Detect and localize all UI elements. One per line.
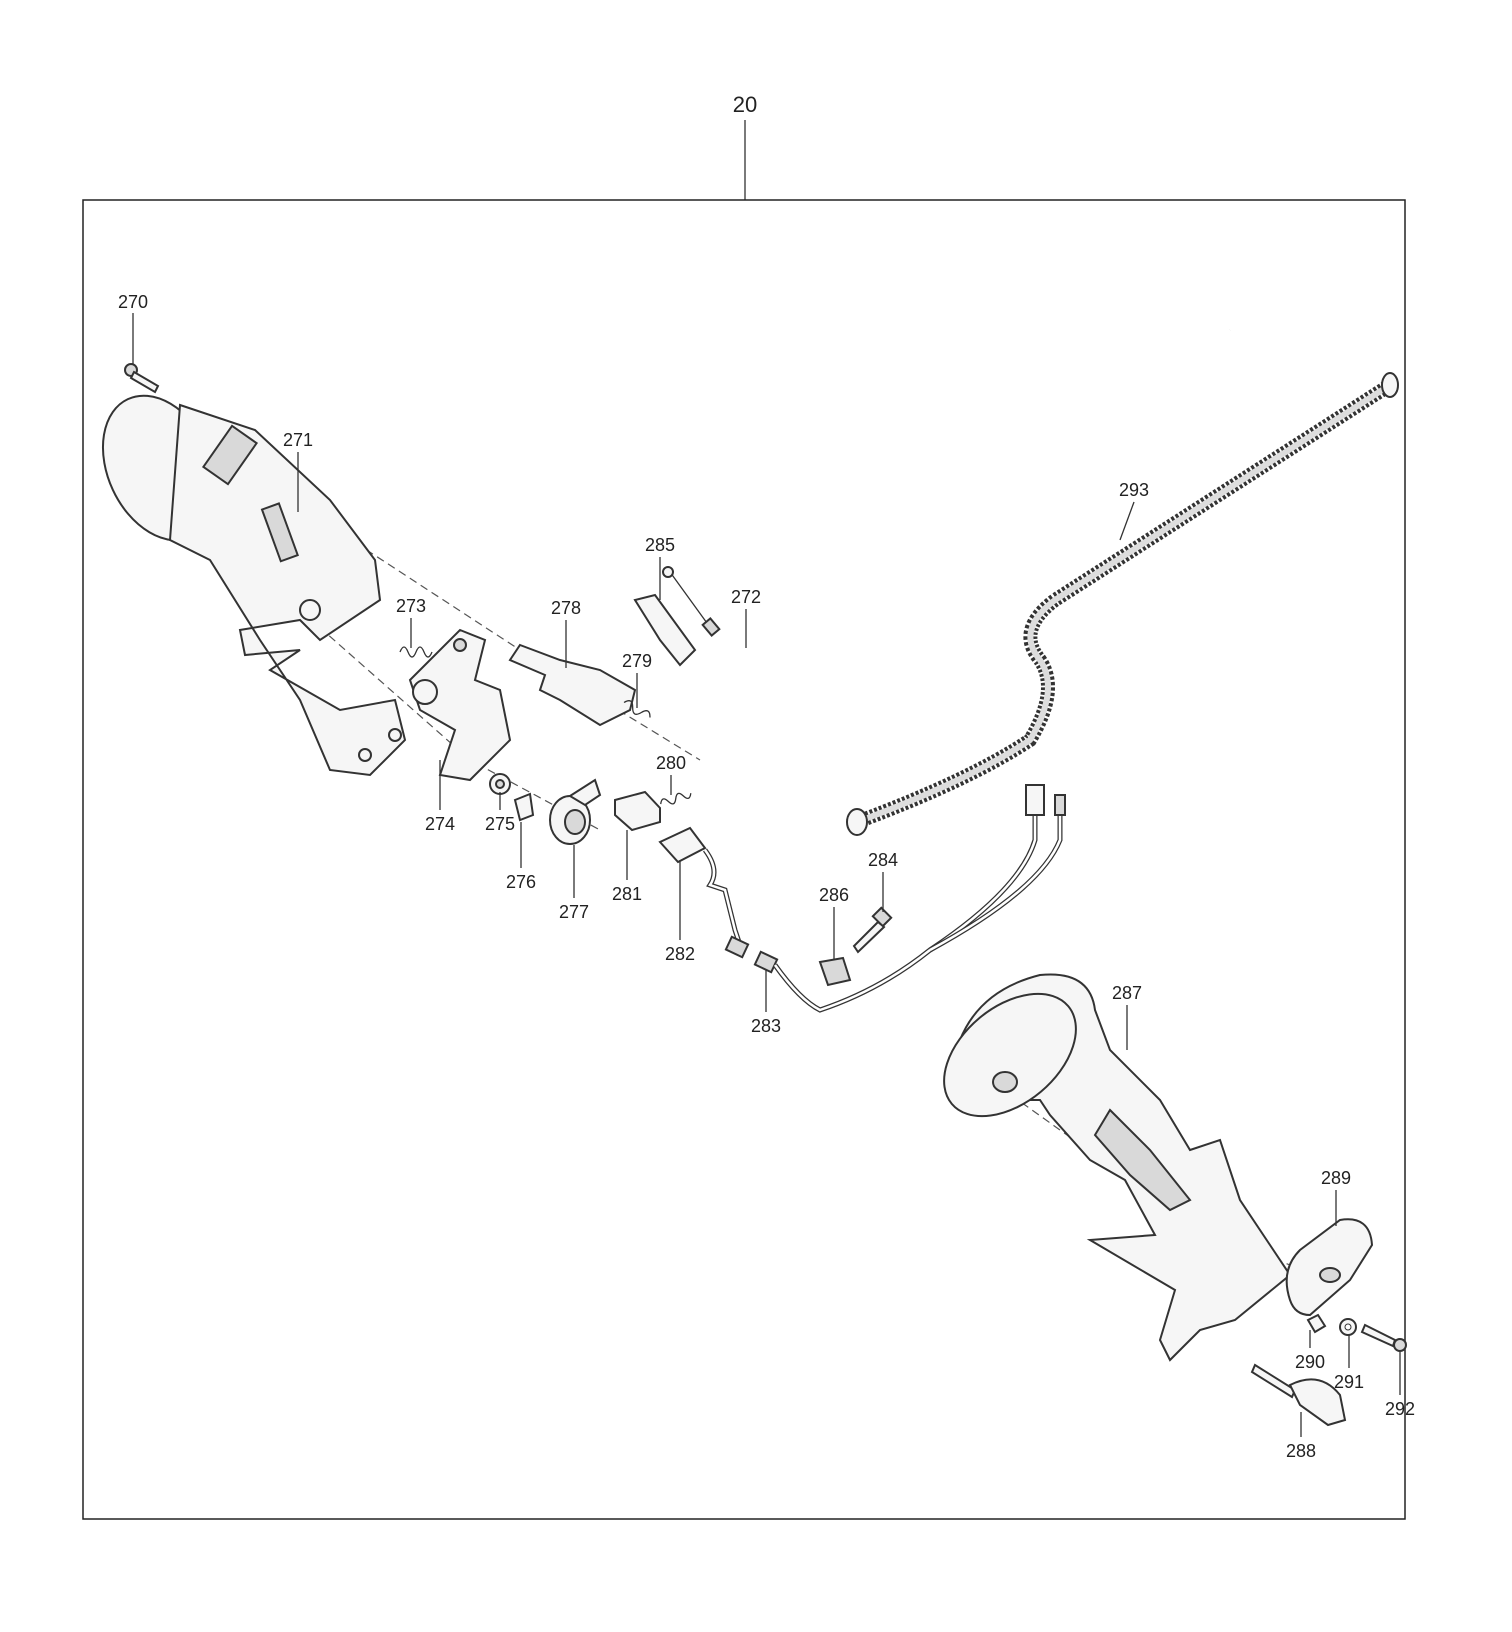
assembly-number-label: 20 xyxy=(733,92,757,117)
label-283: 283 xyxy=(751,1016,781,1036)
part-285-cable-holder xyxy=(633,593,697,667)
part-272-throttle-cable xyxy=(662,328,1231,683)
part-287-housing-right xyxy=(943,973,1292,1362)
part-275-bushing-hole xyxy=(495,779,505,789)
part-282-switch-wire xyxy=(658,826,750,959)
label-277: 277 xyxy=(559,902,589,922)
part-289-knob-cap xyxy=(1285,1218,1374,1317)
part-284-bolt xyxy=(852,906,893,954)
part-293-corrugated-hose xyxy=(846,372,1399,836)
label-291: 291 xyxy=(1334,1372,1364,1392)
label-278: 278 xyxy=(551,598,581,618)
label-284: 284 xyxy=(868,850,898,870)
part-277-dial xyxy=(549,778,602,845)
label-271: 271 xyxy=(283,430,313,450)
leader-lines xyxy=(132,313,1401,1437)
label-285: 285 xyxy=(645,535,675,555)
part-283-connector xyxy=(753,950,779,974)
part-291-washer-hole xyxy=(1344,1323,1352,1331)
label-281: 281 xyxy=(612,884,642,904)
label-274: 274 xyxy=(425,814,455,834)
part-271-housing-left xyxy=(101,394,407,777)
label-288: 288 xyxy=(1286,1441,1316,1461)
part-292-screw xyxy=(1360,1323,1407,1352)
part-278-lever-cover xyxy=(508,643,637,727)
label-289: 289 xyxy=(1321,1168,1351,1188)
label-292: 292 xyxy=(1385,1399,1415,1419)
part-280-spring xyxy=(660,792,692,805)
part-290-washer xyxy=(1306,1313,1327,1334)
part-270-screw xyxy=(124,363,160,394)
wiring-harness xyxy=(772,784,1066,1013)
label-280: 280 xyxy=(656,753,686,773)
part-288-knob-bolt xyxy=(1250,1363,1347,1427)
label-282: 282 xyxy=(665,944,695,964)
label-273: 273 xyxy=(396,596,426,616)
part-281-switch-block xyxy=(614,790,661,832)
label-272: 272 xyxy=(731,587,761,607)
part-276-clip xyxy=(513,792,535,822)
label-279: 279 xyxy=(622,651,652,671)
label-270: 270 xyxy=(118,292,148,312)
label-286: 286 xyxy=(819,885,849,905)
part-274-trigger-lever xyxy=(408,628,512,782)
label-293: 293 xyxy=(1119,480,1149,500)
label-290: 290 xyxy=(1295,1352,1325,1372)
part-273-spring xyxy=(399,646,433,658)
label-275: 275 xyxy=(485,814,515,834)
assembly-frame xyxy=(82,199,1406,1520)
label-287: 287 xyxy=(1112,983,1142,1003)
part-286-clamp xyxy=(818,956,852,987)
part-279-spring xyxy=(623,700,651,718)
part-labels: 270 271 272 273 274 275 276 277 278 279 … xyxy=(118,292,1415,1461)
label-276: 276 xyxy=(506,872,536,892)
